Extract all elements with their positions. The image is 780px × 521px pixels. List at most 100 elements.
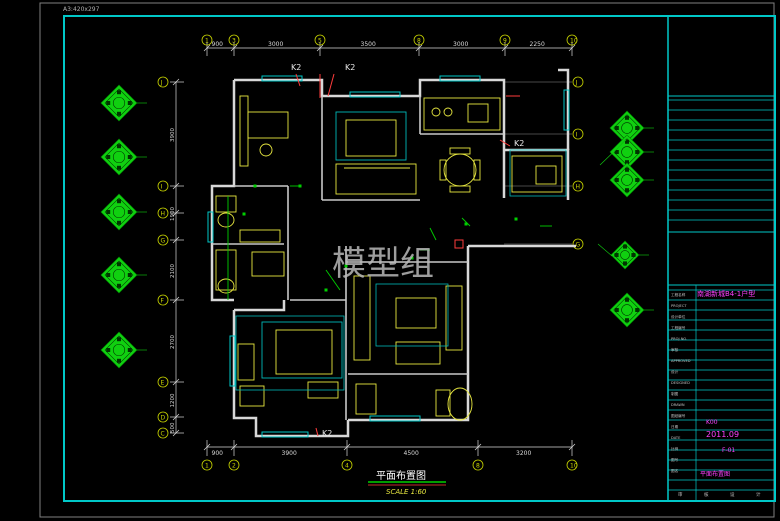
drawing-title: 平面布置图 — [376, 470, 426, 482]
svg-text:2: 2 — [232, 463, 236, 470]
grid-bubble — [572, 180, 584, 192]
elevation-symbol — [100, 84, 147, 122]
grid-bubble — [572, 238, 584, 250]
grid-bubble — [157, 294, 169, 306]
dimension-label: 3200 — [516, 450, 531, 457]
dimension-label: 500 — [170, 422, 176, 433]
signature-label: 审 — [678, 491, 683, 498]
elevation-symbol — [100, 193, 147, 231]
elevation-symbol — [609, 162, 654, 198]
drawing-scale: SCALE 1:60 — [386, 488, 427, 496]
furniture — [215, 95, 563, 421]
elevation-symbol — [609, 134, 654, 170]
title-block-label: 日期 — [671, 424, 679, 429]
dimension-label: 4500 — [404, 450, 419, 457]
title-block-label: DESIGNED — [671, 381, 690, 385]
signature-label: 核 — [704, 491, 709, 498]
svg-text:H: H — [161, 211, 166, 218]
dimension-label: 3900 — [282, 450, 297, 457]
grid-bubble — [157, 411, 169, 423]
drawing-number: F-01 — [722, 447, 735, 454]
grid-bubble — [572, 76, 584, 88]
grid-bubble — [228, 459, 240, 471]
dimension-label: 1900 — [170, 207, 176, 221]
grid-bubble — [157, 376, 169, 388]
red-accents — [295, 73, 520, 437]
svg-text:G: G — [161, 238, 166, 245]
dimension-label: 1200 — [170, 393, 176, 407]
svg-text:8: 8 — [476, 463, 480, 470]
elevation-symbol — [609, 110, 654, 146]
dimension-label: 3000 — [268, 41, 283, 48]
k2-label: K2 — [514, 139, 524, 148]
sheet-size-label: A3:420x297 — [63, 6, 100, 13]
grid-bubble — [157, 76, 169, 88]
svg-text:F: F — [161, 298, 165, 305]
title-block-label: 图纸编号 — [671, 413, 686, 418]
grid-bubble — [341, 459, 353, 471]
project-name: 南湖新城B4-1户型 — [697, 289, 755, 298]
svg-text:5: 5 — [318, 38, 322, 45]
title-block-label: 设计单位 — [671, 314, 686, 319]
svg-text:D: D — [161, 415, 166, 422]
title-block-label: 审核 — [671, 347, 679, 352]
title-block-label: PROJECT — [671, 304, 687, 308]
svg-text:3: 3 — [232, 38, 236, 45]
svg-text:4: 4 — [345, 463, 349, 470]
grid-bubble — [413, 34, 425, 46]
svg-text:E: E — [161, 380, 165, 387]
svg-text:1: 1 — [205, 463, 209, 470]
floor-plan: K2 K2 K2 K2 K2 — [207, 63, 576, 438]
k2-label: K2 — [345, 63, 355, 72]
title-block-label: 比例 — [671, 446, 679, 451]
grid-bubble — [157, 234, 169, 246]
dimension-label: 900 — [212, 41, 224, 48]
title-block-label: 工程名称 — [671, 292, 686, 297]
title-block-label: 设计 — [671, 369, 679, 374]
title-block-label: DRAWN — [671, 403, 685, 407]
svg-text:I: I — [161, 184, 163, 191]
dimension-label: 2250 — [530, 41, 545, 48]
title-block-label: 工程编号 — [671, 325, 686, 330]
svg-text:1: 1 — [205, 38, 209, 45]
title-block-label: PROJ NO. — [671, 337, 687, 341]
grid-bubble — [566, 34, 578, 46]
svg-text:H: H — [576, 184, 581, 191]
svg-text:8: 8 — [417, 38, 421, 45]
signature-label: 设 — [730, 491, 735, 498]
grid-bubble — [499, 34, 511, 46]
elevation-symbol — [100, 256, 147, 294]
title-block: 南湖新城B4-1户型 K00 2011.09 F-01 平面布置图 工程名称PR… — [667, 15, 776, 502]
title-block-label: DATE — [671, 436, 681, 440]
signature-label: 计 — [756, 491, 761, 498]
svg-text:10: 10 — [570, 463, 578, 470]
watermark: 模型组 — [332, 244, 434, 284]
hatch-accents — [227, 185, 552, 300]
elevation-symbol — [100, 331, 147, 369]
grid-bubble — [314, 34, 326, 46]
grid-bubble — [157, 207, 169, 219]
svg-text:J: J — [160, 80, 163, 87]
grid-bubble — [472, 459, 484, 471]
elevation-symbol — [610, 240, 649, 270]
windows — [207, 75, 570, 438]
svg-text:J: J — [575, 80, 578, 87]
dimension-label: 2700 — [170, 335, 176, 349]
interior-walls — [212, 96, 504, 420]
title-block-label: 图号 — [671, 457, 679, 462]
dimension-label: 3500 — [361, 41, 376, 48]
grid-bubble — [201, 34, 213, 46]
dimension-label: 3900 — [170, 128, 176, 142]
dimension-label: 3000 — [453, 41, 468, 48]
svg-text:G: G — [576, 242, 581, 249]
svg-text:I: I — [576, 132, 578, 139]
grid-bubble — [228, 34, 240, 46]
title-block-label: 图名 — [671, 468, 679, 473]
drawing-date: 2011.09 — [706, 430, 739, 439]
title-block-label: APPROVED — [671, 359, 691, 363]
elevation-symbol — [100, 138, 147, 176]
elevation-symbol — [609, 292, 654, 328]
